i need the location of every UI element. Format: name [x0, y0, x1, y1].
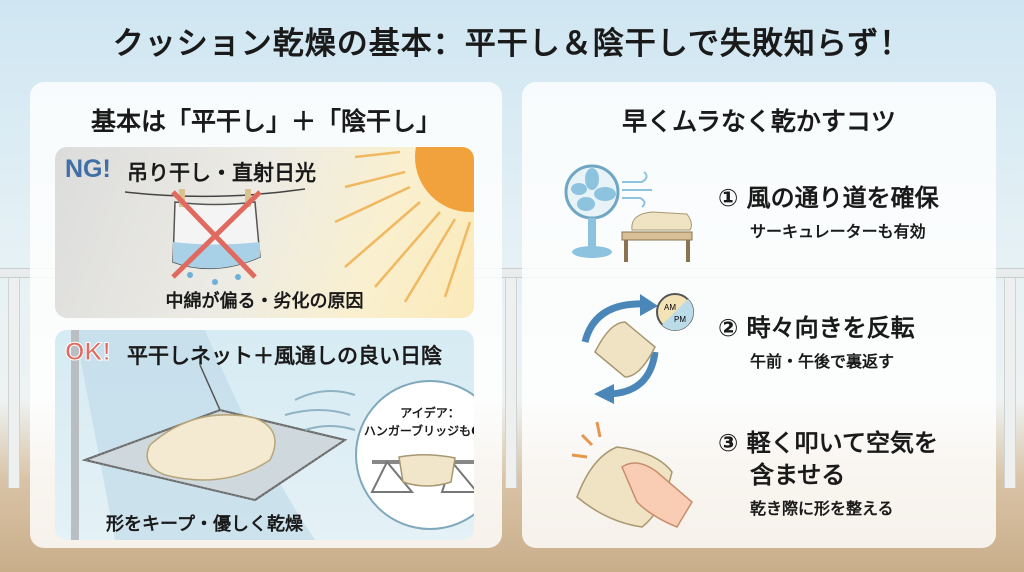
tip-2-title: ② 時々向きを反転	[718, 314, 915, 342]
sun-illustration	[334, 147, 474, 303]
fan-and-cushion-icon	[564, 164, 693, 262]
tip-3-title: ③ 軽く叩いて空気を	[718, 429, 938, 457]
tip-1-title: ① 風の通り道を確保	[718, 184, 939, 212]
tip-3-subtitle: 乾き際に形を整える	[750, 499, 894, 518]
balcony-rail	[0, 268, 1024, 278]
ng-panel: NG! 吊り干し・直射日光 中綿が偏る・劣化の原因	[55, 147, 474, 318]
balcony-post	[1004, 278, 1016, 488]
hanger-bridge-icon	[370, 454, 474, 493]
basics-heading: 基本は「平干し」＋「陰干し」	[90, 107, 441, 136]
tip-1-subtitle: サーキュレーターも有効	[750, 222, 926, 241]
clock-am: AM	[664, 303, 676, 312]
hanging-cushion-crossed-icon	[124, 188, 306, 285]
ok-label: 平干しネット＋風通しの良い日陰	[127, 344, 442, 368]
balcony-post	[505, 278, 517, 488]
tip-1: ① 風の通り道を確保 サーキュレーターも有効	[718, 182, 939, 242]
ok-badge: OK!	[65, 338, 112, 367]
balcony-post	[8, 278, 20, 488]
tip-3: ③ 軽く叩いて空気を 含ませる 乾き際に形を整える	[718, 427, 938, 519]
tips-card: 早くムラなく乾かすコツ ① 風の通り道を確保 サーキュレーターも有効 AM PM…	[522, 82, 996, 548]
tip-3-title-line2: 含ませる	[750, 461, 846, 489]
tips-heading: 早くムラなく乾かすコツ	[622, 107, 896, 136]
flip-cushion-icon: AM PM	[581, 293, 694, 404]
drying-net-illustration	[71, 330, 356, 540]
ng-label: 吊り干し・直射日光	[127, 161, 316, 185]
clock-pm: PM	[674, 315, 686, 324]
ng-caption: 中綿が偏る・劣化の原因	[165, 291, 364, 312]
tip-2: ② 時々向きを反転 午前・午後で裏返す	[718, 312, 915, 372]
bubble-line-1: アイデア：	[400, 406, 460, 420]
basics-card: 基本は「平干し」＋「陰干し」 NG! 吊り干し・直射日光 中綿が偏る・劣化の原因…	[30, 82, 502, 548]
patting-cushion-icon	[571, 421, 693, 528]
page-title: クッション乾燥の基本：平干し＆陰干しで失敗知らず！	[112, 26, 912, 62]
ng-badge: NG!	[65, 155, 111, 183]
ok-caption: 形をキープ・優しく乾燥	[106, 514, 303, 535]
tip-2-subtitle: 午前・午後で裏返す	[750, 352, 895, 371]
